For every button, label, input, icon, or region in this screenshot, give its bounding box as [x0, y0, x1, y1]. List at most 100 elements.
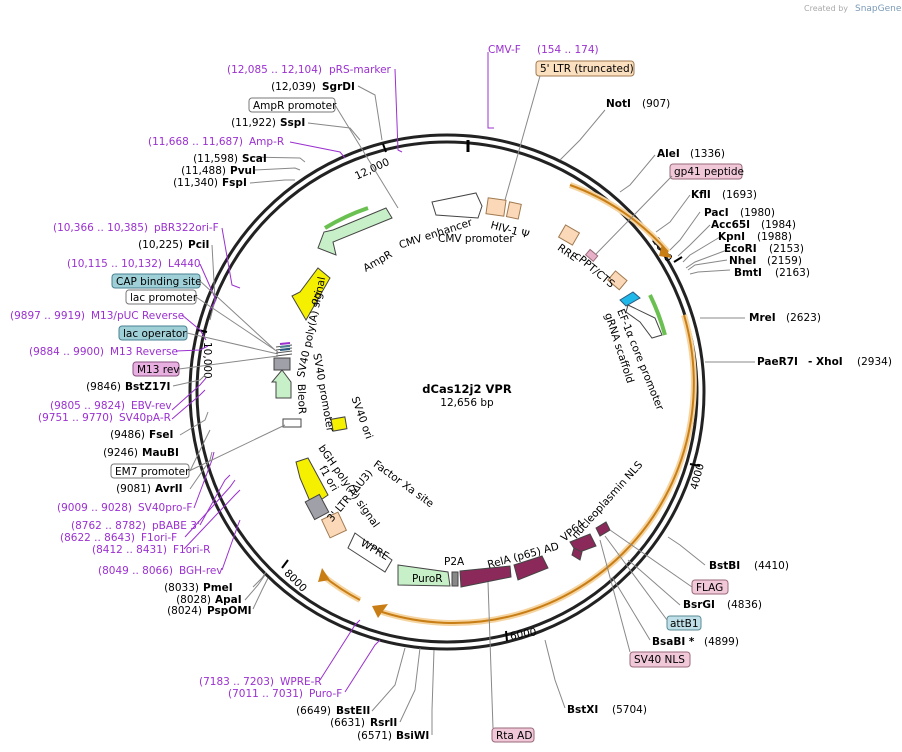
- enzyme-pvui-pos: (11,488): [181, 165, 226, 177]
- enzyme-pmei-pos: (8033): [164, 582, 199, 594]
- cmv-enhancer-shape: [431, 192, 483, 219]
- enzyme-alei-pos: (1336): [690, 148, 725, 160]
- enzyme-bsiwi-pos: (6571): [357, 730, 392, 742]
- green-arc-right: [648, 294, 667, 336]
- sv40pa-box: [273, 357, 291, 371]
- box-attb1: attB1: [666, 615, 702, 631]
- tick-12000: 12,000: [353, 156, 391, 182]
- primer-sv40pro-f-pos: (9009 .. 9028): [57, 502, 132, 514]
- primer-m13-rev: M13 Reverse: [110, 346, 178, 358]
- box-gp41-leader: [595, 175, 673, 255]
- enzyme-fsei: FseI: [149, 429, 173, 441]
- ef1a-shape: [625, 304, 663, 339]
- primer-cmv-f-pos: (154 .. 174): [537, 44, 599, 56]
- primer-labels: CMV-F (154 .. 174) pRS-marker (12,085 ..…: [10, 44, 599, 700]
- ori-arrow: [291, 267, 331, 321]
- enzyme-alei: AleI: [657, 148, 680, 160]
- enzyme-paci-pos: (1980): [740, 207, 775, 219]
- ltr-box-2: [505, 201, 522, 220]
- primer-sv40pa-r-pos: (9751 .. 9770): [38, 412, 113, 424]
- bgh-box: [304, 493, 330, 521]
- rela-arrow: [459, 565, 512, 588]
- enzyme-nhei: NheI: [729, 255, 756, 267]
- primer-amp-r-pos: (11,668 .. 11,687): [148, 136, 243, 148]
- primer-pbabe3-pos: (8762 .. 8782): [71, 520, 146, 532]
- enzyme-kpni-pos: (1988): [757, 231, 792, 243]
- box-lac-operator-text: lac operator: [123, 328, 187, 340]
- enzyme-bsteii: BstEII: [336, 705, 370, 717]
- ampr-arrow: [317, 207, 393, 256]
- ltr3-box: [320, 511, 348, 539]
- enzyme-paer7i: PaeR7I: [757, 356, 798, 368]
- enzyme-bmti-pos: (2163): [775, 267, 810, 279]
- box-m13rev-text: M13 rev: [137, 364, 180, 376]
- plasmid-name: dCas12j2 VPR: [422, 382, 512, 396]
- primer-pbr322ori-f: pBR322ori-F: [154, 222, 219, 234]
- primer-f1ori-f: F1ori-F: [141, 532, 177, 544]
- box-cap: CAP binding site: [111, 273, 202, 289]
- enzyme-pmei: PmeI: [203, 582, 233, 594]
- tick-6000: 6000: [509, 626, 537, 642]
- box-flag-leader: [609, 529, 693, 588]
- primer-sv40pro-f: SV40pro-F: [138, 502, 192, 514]
- enzyme-avrii-pos: (9081): [116, 483, 151, 495]
- watermark-brand: SnapGene: [855, 4, 902, 14]
- enzyme-sspi: SspI: [280, 117, 305, 129]
- box-cap-text: CAP binding site: [116, 276, 202, 288]
- enzyme-maubi: MauBI: [142, 447, 179, 459]
- enzyme-pcii-pos: (10,225): [138, 239, 183, 251]
- enzyme-bsrgi-pos: (4836): [727, 599, 762, 611]
- enzyme-apai-pos: (8028): [176, 594, 211, 606]
- primer-wpre-r: WPRE-R: [280, 676, 322, 688]
- primer-ebv-rev: EBV-rev: [131, 400, 172, 412]
- label-puror: PuroR: [412, 573, 443, 585]
- enzyme-fspi: FspI: [222, 177, 247, 189]
- enzyme-bstxi-pos: (5704): [612, 704, 647, 716]
- box-attb1-leader: [604, 535, 668, 621]
- enzyme-rsrii: RsrII: [370, 717, 397, 729]
- label-cmv-promoter: CMV promoter: [438, 233, 514, 245]
- box-lac-operator: lac operator: [118, 325, 188, 341]
- enzyme-fsei-pos: (9486): [110, 429, 145, 441]
- primer-m13-rev-pos: (9884 .. 9900): [29, 346, 104, 358]
- enzyme-mrei: MreI: [749, 312, 776, 324]
- enzyme-apai: ApaI: [215, 594, 242, 606]
- enzyme-rsrii-pos: (6631): [330, 717, 365, 729]
- puror-arrow: [397, 564, 451, 587]
- ltr-box-1: [485, 197, 507, 217]
- enzyme-kfli: KflI: [691, 189, 711, 201]
- box-m13rev: M13 rev: [132, 361, 180, 377]
- tick-10000: 10,000: [201, 342, 213, 379]
- box-5ltr-leader: [504, 75, 541, 201]
- enzyme-maubi-pos: (9246): [103, 447, 138, 459]
- box-m13rev-leader: [178, 355, 279, 370]
- box-lac-operator-leader: [186, 332, 279, 355]
- bleor-arrow: [270, 369, 292, 399]
- box-rta-ad-leader: [487, 581, 494, 729]
- primer-sv40pa-r: SV40pA-R: [119, 412, 171, 424]
- em7-box: [282, 418, 302, 428]
- box-ampr-promoter-text: AmpR promoter: [253, 100, 337, 112]
- primer-puro-f-pos: (7011 .. 7031): [228, 688, 303, 700]
- lac-region-colored-marks: [279, 342, 291, 351]
- box-sv40nls-text: SV40 NLS: [634, 654, 685, 666]
- wpre-shape: [347, 532, 393, 573]
- enzyme-bsabi: BsaBI *: [652, 636, 695, 648]
- primer-l4440: L4440: [168, 258, 201, 270]
- label-ori: ori: [308, 290, 325, 307]
- box-5ltr-text: 5' LTR (truncated): [540, 63, 634, 75]
- enzyme-bstbi-pos: (4410): [754, 560, 789, 572]
- primer-prs-marker: pRS-marker: [329, 64, 392, 76]
- primer-puro-f: Puro-F: [309, 688, 342, 700]
- enzyme-labels-right: NotI (907) AleI (1336) KflI (1693) PacI …: [567, 98, 892, 716]
- arc-arrowheads: [318, 244, 672, 618]
- p2a-box: [451, 571, 459, 587]
- primer-f1ori-f-pos: (8622 .. 8643): [60, 532, 135, 544]
- grna-shape: [619, 291, 641, 307]
- cds-arcs: [320, 182, 697, 626]
- primer-bgh-rev-pos: (8049 .. 8066): [98, 565, 173, 577]
- enzyme-leaders: [172, 85, 755, 735]
- box-lac-promoter-text: lac promoter: [130, 292, 198, 304]
- primer-l4440-pos: (10,115 .. 10,132): [67, 258, 162, 270]
